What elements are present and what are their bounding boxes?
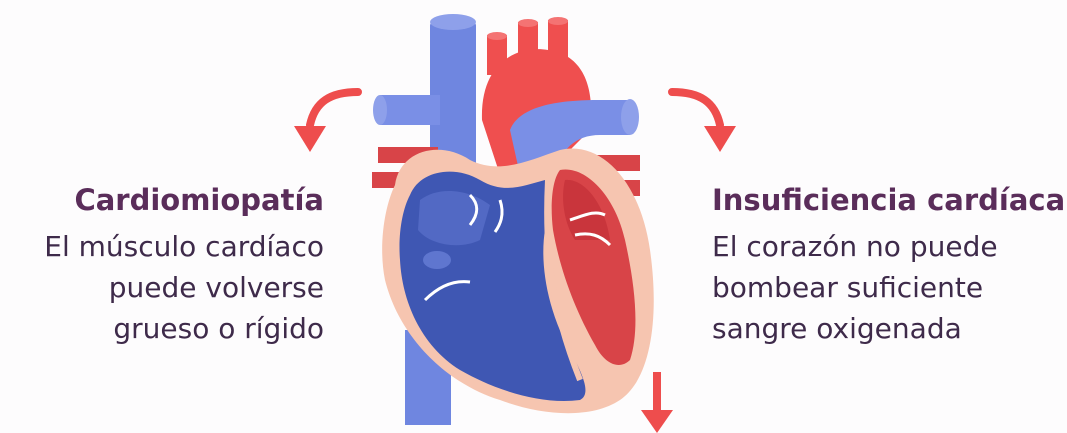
heart-failure-title: Insuficiencia cardíaca — [712, 178, 1062, 222]
cardiomyopathy-description: El músculo cardíaco puede volverse grues… — [0, 226, 324, 349]
heart-failure-description: El corazón no puede bombear suficiente s… — [712, 226, 1062, 349]
description-line: El músculo cardíaco — [0, 226, 324, 267]
description-line: El corazón no puede — [712, 226, 1062, 267]
description-line: bombear suficiente — [712, 267, 1062, 308]
description-line: puede volverse — [0, 267, 324, 308]
description-line: grueso o rígido — [0, 308, 324, 349]
cardiomyopathy-title: Cardiomiopatía — [0, 178, 324, 222]
heart-failure-panel: Insuficiencia cardíaca El corazón no pue… — [712, 178, 1062, 349]
description-line: sangre oxigenada — [712, 308, 1062, 349]
cardiomyopathy-panel: Cardiomiopatía El músculo cardíaco puede… — [0, 178, 324, 349]
